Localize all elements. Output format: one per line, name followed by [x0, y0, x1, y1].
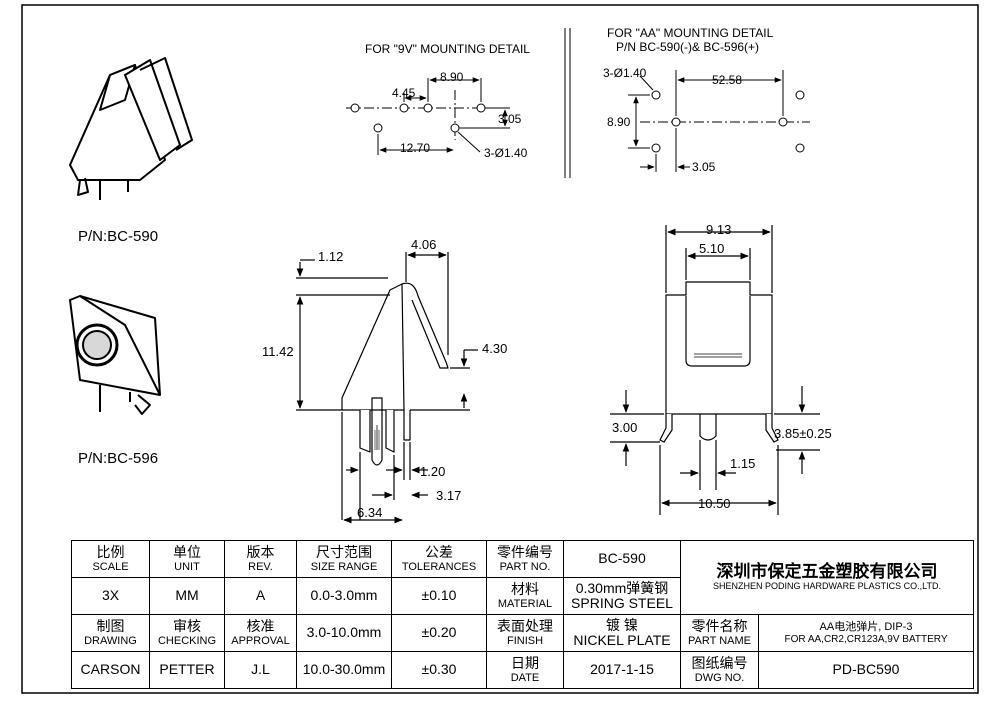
date-value: 2017-1-15 [563, 651, 681, 689]
dim-side-e: 1.20 [420, 464, 446, 479]
part-bc590-iso [69, 57, 193, 200]
part-number-bc596: P/N:BC-596 [78, 450, 159, 467]
dim-front-d: 3.85±0.25 [774, 426, 832, 441]
dim-front-e: 1.15 [730, 456, 756, 471]
rev-value: A [224, 577, 297, 615]
tolerance-3: ±0.30 [391, 651, 487, 689]
dim-front-f: 10.50 [698, 496, 731, 511]
part-bc596-iso [69, 295, 161, 415]
size-range-3: 10.0-30.0mm [296, 651, 392, 689]
dim-9v-a: 8.90 [440, 70, 464, 84]
dim-side-b: 4.06 [411, 237, 437, 252]
dim-9v-b: 4.45 [392, 86, 416, 100]
dim-side-a: 1.12 [318, 249, 344, 264]
mount-aa-title-2: P/N BC-590(-)& BC-596(+) [616, 40, 760, 54]
dim-9v-holes: 3-Ø1.40 [484, 146, 528, 160]
dim-front-c: 3.00 [612, 420, 638, 435]
mount-9v-title: FOR "9V" MOUNTING DETAIL [365, 42, 530, 56]
front-view [610, 225, 820, 515]
dim-side-f: 3.17 [436, 488, 462, 503]
company-name: 深圳市保定五金塑胶有限公司 SHENZHEN PODING HARDWARE P… [680, 540, 974, 615]
mount-aa-detail [628, 70, 810, 172]
dwg-no-value: PD-BC590 [758, 651, 974, 689]
dim-front-a: 9.13 [706, 222, 732, 237]
sheet-border [21, 4, 979, 694]
part-number-bc590: P/N:BC-590 [78, 228, 159, 245]
unit-value: MM [149, 577, 225, 615]
mount-9v-detail [346, 77, 510, 155]
dim-aa-c: 3.05 [692, 160, 716, 174]
scale-value: 3X [71, 577, 150, 615]
tolerance-2: ±0.20 [391, 614, 487, 652]
size-range-1: 0.0-3.0mm [296, 577, 392, 615]
dim-aa-holes: 3-Ø1.40 [603, 66, 647, 80]
dim-side-d: 4.30 [482, 341, 508, 356]
dim-front-b: 5.10 [699, 241, 725, 256]
side-view [296, 251, 478, 524]
dim-aa-b: 8.90 [607, 115, 631, 129]
part-no-value: BC-590 [563, 540, 681, 578]
approval-value: J.L [224, 651, 297, 689]
checking-value: PETTER [149, 651, 225, 689]
size-range-2: 3.0-10.0mm [296, 614, 392, 652]
dim-aa-a: 52.58 [712, 73, 743, 87]
dim-9v-c: 3.05 [498, 112, 522, 126]
mount-aa-title-1: FOR "AA" MOUNTING DETAIL [607, 26, 774, 40]
tolerance-1: ±0.10 [391, 577, 487, 615]
dim-side-c: 11.42 [262, 344, 294, 359]
dim-side-g: 6.34 [357, 505, 383, 520]
drawing-value: CARSON [71, 651, 150, 689]
dim-9v-d: 12.70 [400, 141, 431, 155]
